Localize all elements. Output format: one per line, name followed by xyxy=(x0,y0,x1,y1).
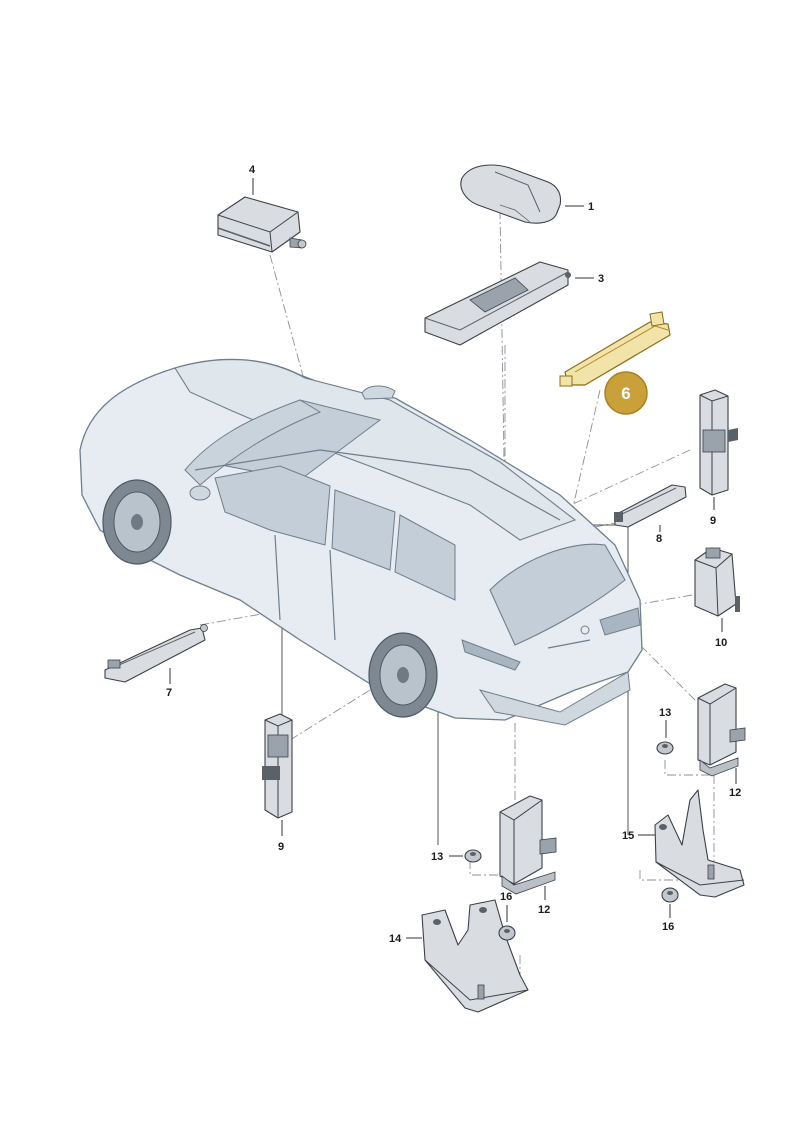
car-window-quarter xyxy=(394,514,456,601)
callout-12-right: 12 xyxy=(729,787,741,799)
leader-12r xyxy=(639,644,696,701)
car-taillight-right xyxy=(599,607,641,636)
part-12-bracket-right xyxy=(697,683,746,777)
leader-13c xyxy=(469,860,520,876)
part-13-nut-right xyxy=(656,741,674,755)
highlight-number: 6 xyxy=(621,384,630,403)
callout-13-center: 13 xyxy=(431,851,443,863)
car-roof xyxy=(174,358,577,541)
highlight-badge[interactable] xyxy=(604,371,648,415)
leader-16r xyxy=(639,870,680,881)
car-mirror xyxy=(189,485,211,501)
part-16-nut-center xyxy=(498,925,516,941)
car-shark-fin xyxy=(361,385,396,400)
callout-16-center: 16 xyxy=(500,891,512,903)
part-10-control-module xyxy=(694,547,740,617)
part-7-antenna-strip xyxy=(104,624,208,683)
callout-3: 3 xyxy=(598,273,604,285)
callout-12-center: 12 xyxy=(538,904,550,916)
car-rear-window xyxy=(489,543,626,646)
part-16-nut-right xyxy=(661,887,679,903)
car-wheel-rear xyxy=(368,632,438,718)
part-13-nut-center xyxy=(464,849,482,863)
car-window-front xyxy=(214,465,331,546)
leader-6 xyxy=(569,389,601,521)
callout-7: 7 xyxy=(166,687,172,699)
car-rear-bumper xyxy=(478,671,631,726)
callouts: 1 3 4 7 8 9 9 10 12 12 13 13 14 15 16 16 xyxy=(166,164,741,945)
part-8-antenna-strip xyxy=(614,484,687,528)
car-wheel-front xyxy=(102,479,172,565)
leader-9r xyxy=(559,449,691,511)
car-window-rear xyxy=(331,489,396,571)
leader-10 xyxy=(634,594,693,606)
part-14-mounting-bracket xyxy=(421,899,529,1013)
part-6-antenna-highlighted xyxy=(559,311,671,387)
part-15-mounting-bracket xyxy=(654,789,745,898)
callout-15: 15 xyxy=(622,830,634,842)
callout-16-right: 16 xyxy=(662,921,674,933)
callout-1: 1 xyxy=(588,201,594,213)
callout-9-left: 9 xyxy=(278,841,284,853)
callout-14: 14 xyxy=(389,933,402,945)
leader-13r xyxy=(664,760,714,776)
part-1-roof-antenna xyxy=(460,164,562,224)
part-4-control-unit xyxy=(217,196,307,253)
leader-9l xyxy=(289,689,371,741)
part-9-module-right xyxy=(699,389,738,496)
part-12-bracket-center xyxy=(499,795,557,895)
part-3-antenna-module xyxy=(424,261,571,346)
car-wagon xyxy=(79,358,643,726)
car-door-line-1 xyxy=(274,534,281,621)
callout-9-right: 9 xyxy=(710,515,716,527)
car-door-line-2 xyxy=(329,549,336,641)
part-9-module-left xyxy=(262,713,293,819)
callout-10: 10 xyxy=(715,637,727,649)
car-badge xyxy=(580,625,590,635)
callout-8: 8 xyxy=(656,533,662,545)
car-windshield xyxy=(184,399,322,486)
car-roof-rail xyxy=(194,449,561,521)
callout-4: 4 xyxy=(249,164,256,176)
highlight-callout-6[interactable]: 6 xyxy=(604,371,648,415)
leader-8 xyxy=(579,521,621,531)
car-tailgate-line xyxy=(547,639,591,649)
car-taillight-left xyxy=(461,639,521,671)
callout-13-right: 13 xyxy=(659,707,671,719)
